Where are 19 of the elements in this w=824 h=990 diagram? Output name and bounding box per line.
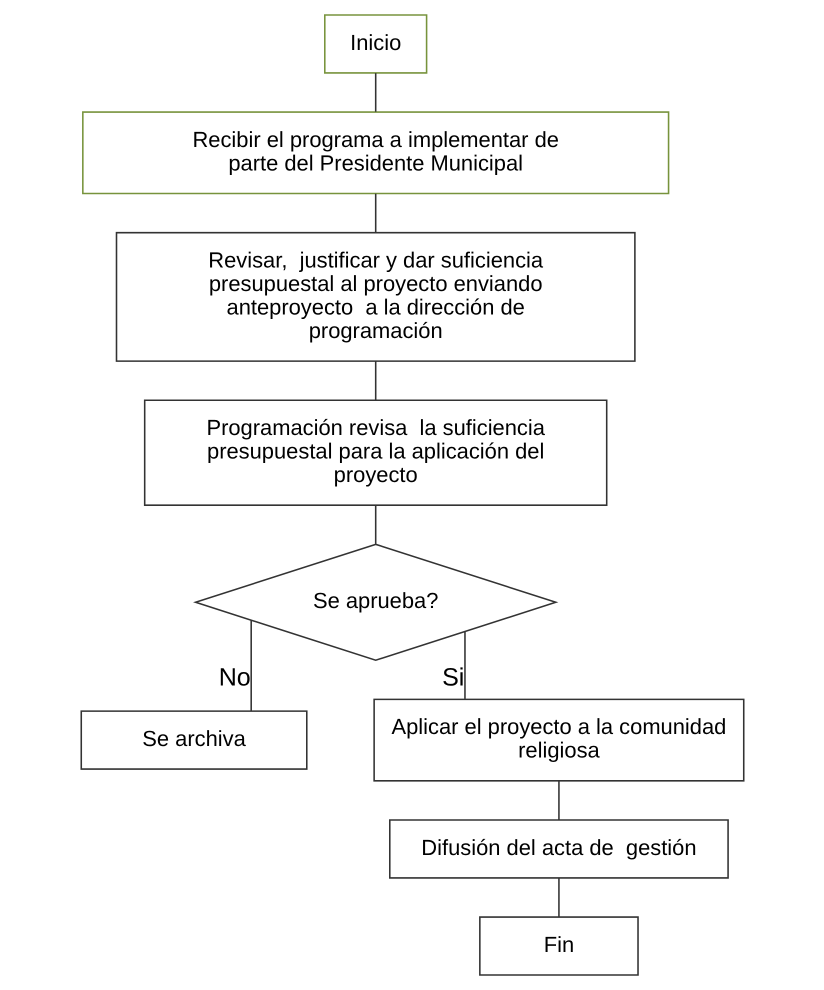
node-box: Aplicar el proyecto a la comunidad religiosa bbox=[372, 698, 744, 782]
edge-label: Si bbox=[442, 663, 464, 692]
connector bbox=[558, 878, 560, 917]
connector bbox=[250, 620, 252, 711]
connector bbox=[374, 73, 376, 112]
connector bbox=[374, 194, 376, 232]
connector bbox=[374, 361, 376, 400]
node-box: Difusión del acta de gestión bbox=[388, 819, 728, 879]
connector bbox=[558, 781, 560, 820]
node-box: Fin bbox=[478, 916, 638, 976]
node-box: Programación revisa la suficiencia presupuestal para la aplicación del proyecto bbox=[143, 399, 607, 506]
node-box: Inicio bbox=[324, 14, 427, 74]
connector bbox=[464, 632, 466, 699]
node-diamond: Se aprueba? bbox=[192, 544, 558, 662]
node-box: Recibir el programa a implementar de parte del Presidente Municipal bbox=[82, 111, 669, 194]
node-box: Se archiva bbox=[80, 710, 308, 770]
connector bbox=[374, 505, 376, 544]
edge-label: No bbox=[218, 664, 250, 692]
node-box: Revisar, justificar y dar suficiencia presupuestal al proyecto enviando anteproyecto a la dirección de programación bbox=[115, 232, 636, 362]
